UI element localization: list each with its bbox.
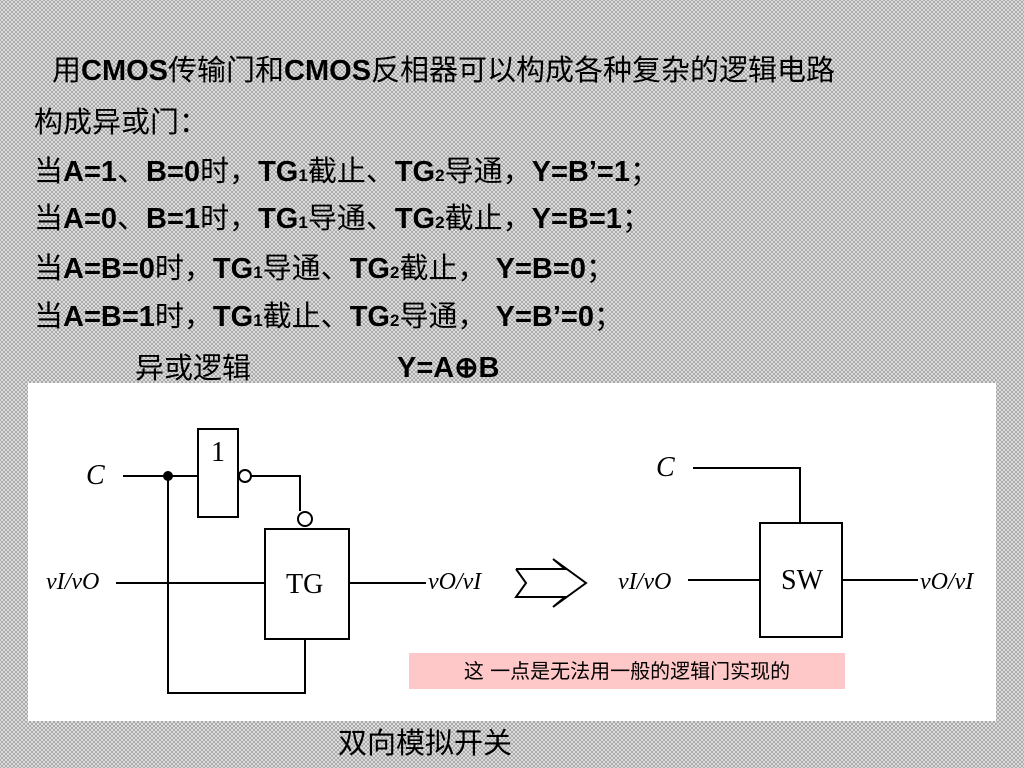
case-condition: A=B=1 — [63, 301, 155, 333]
inverter-box — [197, 428, 239, 518]
case-tg2: TG — [349, 301, 390, 333]
control-branch-wire — [167, 476, 306, 694]
switch-diagram: C 1 TG vI/vO vO/vI C SW vI/vO vO/vI — [46, 428, 974, 694]
case-condition: A=1 — [63, 156, 118, 188]
case-tg1-state: 截止、 — [307, 154, 395, 188]
case-tg2-state: 导通， — [399, 299, 496, 333]
case-when: 时， — [154, 251, 213, 285]
tg-label: TG — [286, 569, 323, 600]
case-lead: 当 — [34, 299, 64, 333]
case-line-4: 当A=B=1时，TG1截止、TG2导通， Y=B’=0； — [34, 298, 623, 339]
case-tg1: TG — [258, 203, 299, 235]
case-tg1-state: 截止、 — [262, 299, 350, 333]
inverter-output-wire — [251, 475, 301, 511]
case-tg2: TG — [394, 156, 436, 188]
case-tg2: TG — [349, 253, 390, 285]
case-tg2-sub: 2 — [435, 166, 445, 185]
inverter-label: 1 — [211, 437, 225, 468]
case-tg1-sub: 1 — [253, 311, 263, 330]
case-tg1-sub: 1 — [298, 213, 308, 232]
case-tg2-sub: 2 — [389, 263, 400, 282]
left-control-label: C — [86, 460, 105, 491]
case-tg1-sub: 1 — [298, 166, 308, 185]
case-end: ； — [629, 154, 659, 188]
case-tg1-state: 导通、 — [307, 201, 395, 235]
case-tg1: TG — [258, 156, 299, 188]
case-separator: 、 — [117, 201, 147, 235]
case-tg2-state: 截止， — [399, 251, 496, 285]
implies-arrow-icon — [514, 558, 588, 608]
case-condition: A=0 — [63, 203, 118, 235]
case-end: ； — [621, 201, 651, 235]
heading-cmos-2: CMOS — [284, 55, 372, 87]
heading-cmos-1: CMOS — [81, 55, 169, 87]
case-separator: 、 — [117, 154, 147, 188]
right-output-label: vO/vI — [920, 569, 974, 595]
case-line-2: 当A=0、B=1时，TG1导通、TG2截止，Y=B=1； — [34, 200, 651, 241]
case-result: Y=B’=1 — [531, 156, 630, 188]
subheading: 构成异或门： — [34, 105, 209, 139]
case-tg1: TG — [212, 253, 254, 285]
case-line-3: 当A=B=0时，TG1导通、TG2截止， Y=B=0； — [34, 250, 615, 291]
case-tg2-sub: 2 — [435, 213, 445, 232]
case-lead: 当 — [34, 201, 64, 235]
xor-formula: Y=A⊕B — [397, 352, 500, 384]
case-tg2-state: 导通， — [444, 154, 532, 188]
case-condition: A=B=0 — [63, 253, 155, 285]
case-condition-2: B=1 — [146, 203, 201, 235]
case-tg2-sub: 2 — [389, 311, 400, 330]
case-tg2: TG — [394, 203, 436, 235]
case-tg2-state: 截止， — [444, 201, 532, 235]
case-end: ； — [594, 299, 624, 333]
case-end: ； — [585, 251, 615, 285]
xor-logic-label: 异或逻辑 — [135, 351, 252, 385]
case-result: Y=B=1 — [531, 203, 622, 235]
case-tg1-sub: 1 — [253, 263, 263, 282]
tg-bubble — [297, 511, 313, 527]
heading-prefix: 用 — [52, 53, 82, 87]
inverter-bubble — [238, 469, 252, 483]
case-result: Y=B=0 — [495, 253, 586, 285]
case-condition-2: B=0 — [146, 156, 201, 188]
case-lead: 当 — [34, 154, 64, 188]
heading-mid: 传输门和 — [168, 53, 285, 87]
heading-line: 用CMOS传输门和CMOS反相器可以构成各种复杂的逻辑电路 — [52, 52, 835, 89]
left-output-label: vO/vI — [428, 569, 482, 595]
note-highlight: 这 一点是无法用一般的逻辑门实现的 — [409, 653, 845, 689]
sw-control-wire — [693, 467, 801, 523]
caption: 双向模拟开关 — [338, 726, 513, 760]
case-lead: 当 — [34, 251, 64, 285]
case-line-1: 当A=1、B=0时，TG1截止、TG2导通，Y=B’=1； — [34, 153, 659, 194]
case-result: Y=B’=0 — [495, 301, 594, 333]
case-tg1-state: 导通、 — [262, 251, 350, 285]
case-when: 时， — [200, 201, 259, 235]
case-when: 时， — [154, 299, 213, 333]
heading-suffix: 反相器可以构成各种复杂的逻辑电路 — [371, 53, 836, 87]
case-when: 时， — [200, 154, 259, 188]
case-tg1: TG — [212, 301, 254, 333]
left-input-label: vI/vO — [46, 569, 99, 595]
right-input-label: vI/vO — [618, 569, 671, 595]
right-control-label: C — [656, 452, 675, 483]
sw-label: SW — [781, 565, 824, 596]
